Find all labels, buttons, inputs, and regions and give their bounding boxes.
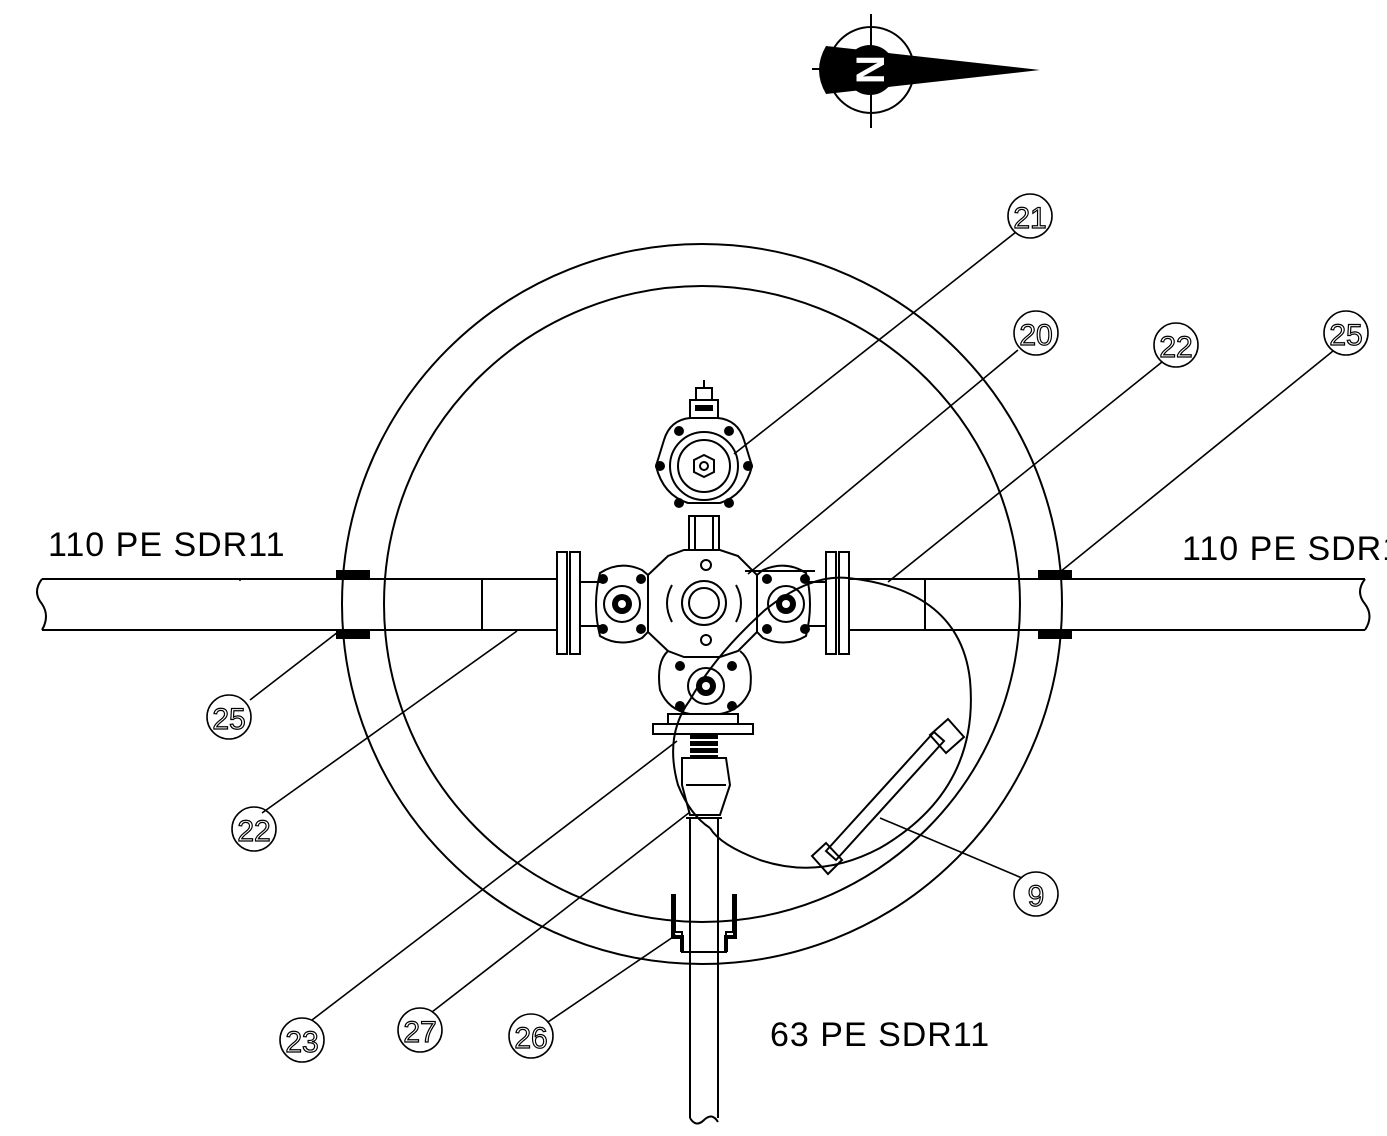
branch-pipe: [671, 734, 737, 1125]
wall-sleeve-left: [336, 570, 370, 639]
leader-lines: [249, 231, 1334, 1023]
svg-text:23: 23: [285, 1026, 318, 1059]
svg-text:20: 20: [1019, 319, 1052, 352]
callout-22-right: 22: [1153, 322, 1199, 368]
flange-right: [805, 551, 850, 655]
inlet-pipe: [36, 578, 556, 631]
callout-26: 26: [508, 1013, 554, 1059]
callout-27: 27: [397, 1007, 443, 1053]
callout-25-right: 25: [1323, 310, 1369, 356]
wall-sleeve-right: [1038, 570, 1072, 639]
svg-text:22: 22: [237, 815, 270, 848]
svg-text:25: 25: [1329, 319, 1362, 352]
label-branch-pipe: 63 PE SDR11: [770, 1016, 990, 1054]
callout-9: 9: [1013, 871, 1059, 917]
svg-text:25: 25: [212, 703, 245, 736]
valve-right: [756, 564, 811, 644]
chamber-inner-wall: [383, 285, 1021, 923]
top-valve-regulator: [654, 380, 754, 551]
hose-nozzle: [810, 717, 966, 876]
callout-20: 20: [1013, 310, 1059, 356]
chamber-outer-wall: [341, 243, 1063, 965]
flange-left: [556, 551, 600, 655]
outlet-pipe: [850, 578, 1371, 631]
svg-text:22: 22: [1159, 331, 1192, 364]
valve-left: [595, 564, 649, 644]
label-outlet-pipe: 110 PE SDR11: [1182, 530, 1387, 568]
coiled-hose: [672, 576, 972, 869]
north-letter: N: [849, 55, 893, 84]
svg-text:26: 26: [514, 1022, 547, 1055]
label-inlet-pipe: 110 PE SDR11: [48, 526, 286, 564]
svg-text:21: 21: [1013, 202, 1046, 235]
north-arrow-icon: N: [812, 14, 1040, 128]
callout-25-left: 25: [206, 694, 252, 740]
callout-21: 21: [1007, 193, 1053, 239]
callout-22-left: 22: [231, 806, 277, 852]
svg-text:27: 27: [403, 1016, 436, 1049]
svg-text:9: 9: [1028, 880, 1045, 913]
callout-23: 23: [279, 1017, 325, 1063]
valve-bottom: [652, 650, 754, 735]
